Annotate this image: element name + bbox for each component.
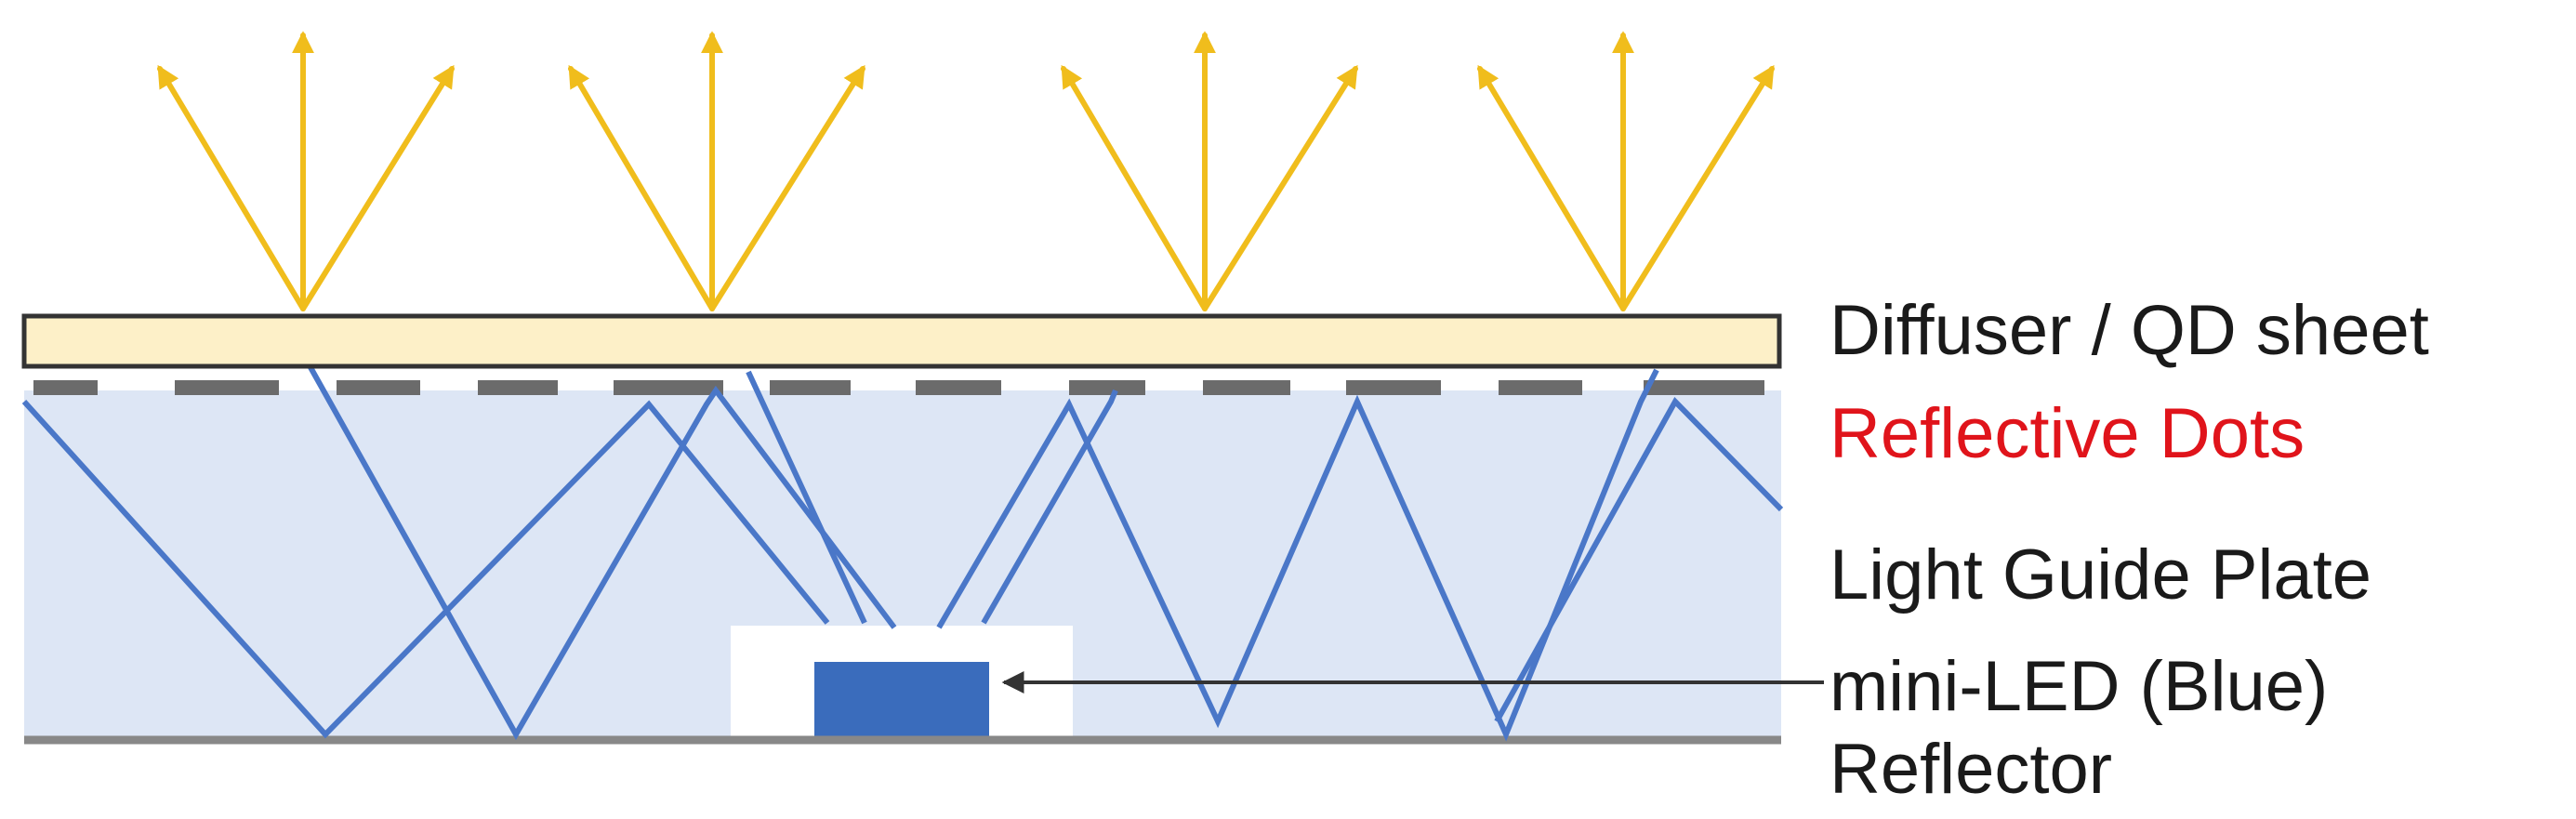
reflective-dots-label: Reflective Dots <box>1830 394 2305 473</box>
reflector-label: Reflector <box>1830 730 2113 809</box>
diffuser-sheet <box>21 313 1782 369</box>
light-guide-plate-label: Light Guide Plate <box>1830 535 2372 614</box>
emitted-light-group <box>157 31 455 311</box>
emitted-light-group <box>1477 31 1775 311</box>
emitted-light-group <box>568 31 865 311</box>
emitted-light-arrows <box>157 31 1775 311</box>
mini-led-label: mini-LED (Blue) <box>1830 647 2329 726</box>
diffuser-label: Diffuser / QD sheet <box>1830 291 2429 370</box>
light-rays <box>21 359 1784 742</box>
emitted-light-group <box>1061 31 1358 311</box>
mini-led-chip <box>814 662 989 739</box>
